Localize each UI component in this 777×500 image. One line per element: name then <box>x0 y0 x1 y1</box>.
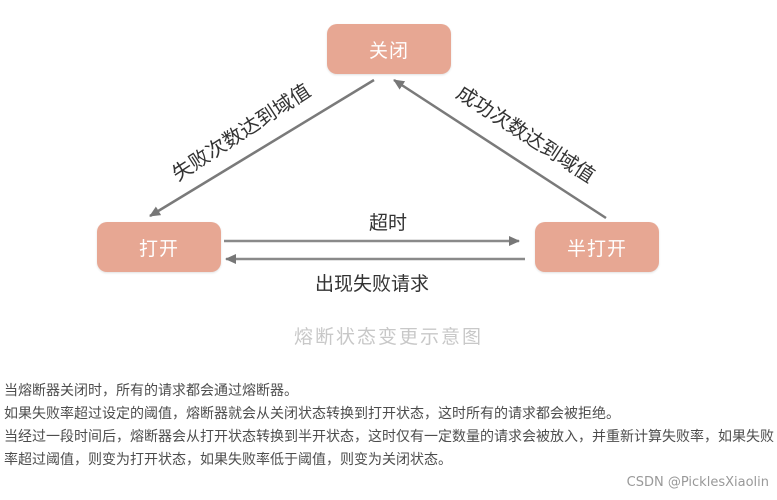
label-halfopen-to-closed: 成功次数达到域值 <box>452 80 599 187</box>
state-node-half-open: 半打开 <box>535 222 659 272</box>
label-open-to-halfopen: 超时 <box>369 212 407 234</box>
circuit-breaker-diagram: 失败次数达到域值 成功次数达到域值 超时 出现失败请求 关闭 打开 半打开 熔断… <box>97 24 659 348</box>
diagram-arrows: 失败次数达到域值 成功次数达到域值 超时 出现失败请求 <box>149 78 607 295</box>
state-node-open-label: 打开 <box>138 237 179 260</box>
label-halfopen-to-open: 出现失败请求 <box>315 273 429 295</box>
state-node-open: 打开 <box>97 222 221 272</box>
label-closed-to-open: 失败次数达到域值 <box>168 78 315 185</box>
description-line-3: 当经过一段时间后，熔断器会从打开状态转换到半开状态，这时仅有一定数量的请求会被放… <box>4 429 774 468</box>
diagram-caption: 熔断状态变更示意图 <box>293 326 483 348</box>
state-node-closed-label: 关闭 <box>368 39 409 62</box>
state-node-closed: 关闭 <box>327 24 451 74</box>
csdn-watermark: CSDN @PicklesXiaolin <box>626 475 769 490</box>
description-line-2: 如果失败率超过设定的阈值，熔断器就会从关闭状态转换到打开状态，这时所有的请求都会… <box>4 406 620 422</box>
description-line-1: 当熔断器关闭时，所有的请求都会通过熔断器。 <box>4 383 298 399</box>
state-node-half-open-label: 半打开 <box>566 237 627 260</box>
description-text: 当熔断器关闭时，所有的请求都会通过熔断器。 如果失败率超过设定的阈值，熔断器就会… <box>4 380 774 472</box>
arrow-halfopen-to-closed <box>393 78 607 220</box>
arrow-closed-to-open <box>149 78 375 218</box>
